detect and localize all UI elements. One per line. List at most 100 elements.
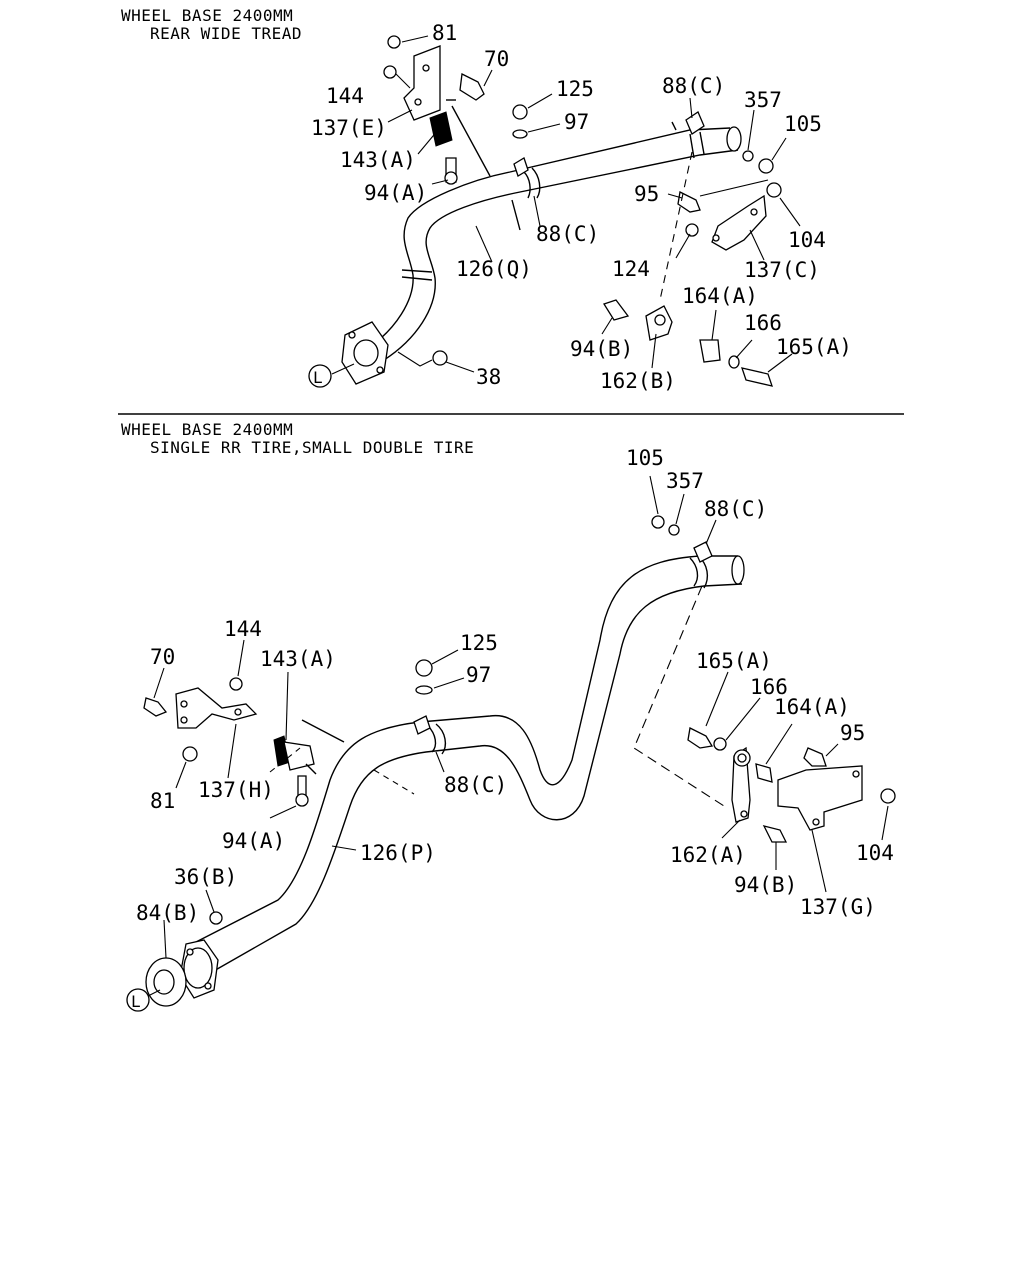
section-title-bottom-line1: WHEEL BASE 2400MM: [121, 420, 293, 439]
label-97-top: 97: [564, 110, 589, 134]
nut-38-top: [432, 350, 448, 366]
label-164a-top: 164(A): [682, 284, 758, 308]
label-126q: 126(Q): [456, 257, 532, 281]
nut-125-bottom: [415, 659, 433, 677]
label-143a-top: 143(A): [340, 148, 416, 172]
exhaust-pipe-126q: [367, 126, 742, 361]
label-105-top: 105: [784, 112, 822, 136]
label-357-top: 357: [744, 88, 782, 112]
bolt-94b-bottom: [762, 825, 788, 843]
label-l-bottom: L: [131, 992, 141, 1011]
label-95-top: 95: [634, 182, 659, 206]
bracket-137e-assembly: [403, 45, 491, 177]
bolt-165a-bottom: [687, 727, 714, 749]
washer-144-bottom: [229, 677, 243, 691]
label-88c-upper: 88(C): [662, 74, 725, 98]
label-166-top: 166: [744, 311, 782, 335]
label-144-top: 144: [326, 84, 364, 108]
label-97-bottom: 97: [466, 663, 491, 687]
bracket-137h-assembly: [175, 687, 345, 807]
washer-144-top: [383, 65, 397, 79]
bolt-165a-top: [741, 367, 773, 387]
nut-124-top: [685, 223, 699, 237]
nut-105-bottom: [651, 515, 665, 529]
exhaust-pipe-126p: [195, 541, 745, 973]
label-70-top: 70: [484, 47, 509, 71]
bolt-94b-top: [603, 299, 630, 321]
flange-bottom: [145, 911, 223, 1007]
label-143a-bottom: 143(A): [260, 647, 336, 671]
label-165a-top: 165(A): [776, 335, 852, 359]
label-137e: 137(E): [311, 116, 387, 140]
label-104-top: 104: [788, 228, 826, 252]
label-81-top: 81: [432, 21, 457, 45]
label-126p: 126(P): [360, 841, 436, 865]
leaders-bottom: [147, 475, 889, 997]
section-title-top-line1: WHEEL BASE 2400MM: [121, 6, 293, 25]
bolt-70-bottom: [143, 697, 168, 717]
nut-81-top: [387, 35, 401, 49]
nut-104-top: [766, 182, 782, 198]
label-36b: 36(B): [174, 865, 237, 889]
section-title-bottom-line2: SINGLE RR TIRE,SMALL DOUBLE TIRE: [150, 438, 474, 457]
label-144-bottom: 144: [224, 617, 262, 641]
bracket-137g: [777, 765, 863, 831]
rubber-164a-bottom: [755, 763, 773, 783]
label-88c-middle-top: 88(C): [536, 222, 599, 246]
label-88c-middle-bottom: 88(C): [444, 773, 507, 797]
label-84b: 84(B): [136, 901, 199, 925]
clamp-88c-upper: [671, 111, 705, 159]
section-title-top-line2: REAR WIDE TREAD: [150, 24, 302, 43]
washer-166-bottom: [713, 737, 727, 751]
label-165a-bottom: 165(A): [696, 649, 772, 673]
washer-97-top: [512, 129, 528, 139]
rubber-164a-top: [699, 339, 721, 363]
washer-357-top: [742, 150, 754, 162]
nut-105-top: [758, 158, 774, 174]
connector-l-bottom: [126, 988, 150, 1012]
nut-125-top: [512, 104, 528, 120]
label-95-bottom: 95: [840, 721, 865, 745]
label-125-top: 125: [556, 77, 594, 101]
label-137h: 137(H): [198, 778, 274, 802]
label-94b-top: 94(B): [570, 337, 633, 361]
hanger-162b-assembly: [603, 299, 773, 387]
section-rear-wide-tread: WHEEL BASE 2400MM REAR WIDE TREAD: [121, 6, 852, 393]
label-94a-top: 94(A): [364, 181, 427, 205]
bolt-95-bottom: [803, 747, 827, 767]
bracket-137c: [711, 194, 767, 251]
nut-36b: [209, 911, 223, 925]
washer-357-bottom: [668, 524, 680, 536]
label-38: 38: [476, 365, 501, 389]
label-357-bottom: 357: [666, 469, 704, 493]
label-164a-bottom: 164(A): [774, 695, 850, 719]
label-124: 124: [612, 257, 650, 281]
connector-l-top: [308, 364, 332, 388]
label-125-bottom: 125: [460, 631, 498, 655]
label-l-top: L: [313, 368, 323, 387]
fasteners-top: [383, 35, 782, 366]
label-81-bottom: 81: [150, 789, 175, 813]
label-162a: 162(A): [670, 843, 746, 867]
fasteners-bottom: [143, 515, 896, 843]
nut-104-bottom: [880, 788, 896, 804]
clamp-88c-middle: [511, 157, 541, 231]
section-single-rr-tire: WHEEL BASE 2400MM SINGLE RR TIRE,SMALL D…: [121, 420, 896, 1012]
leaders-top: [331, 35, 801, 375]
bolt-95-top: [677, 191, 701, 213]
label-162b: 162(B): [600, 369, 676, 393]
nut-81-bottom: [182, 746, 198, 762]
label-105-bottom: 105: [626, 446, 664, 470]
label-94a-bottom: 94(A): [222, 829, 285, 853]
label-166-bottom: 166: [750, 675, 788, 699]
hanger-162a: [731, 746, 751, 823]
label-88c-upper-bottom: 88(C): [704, 497, 767, 521]
flange-top: [341, 321, 389, 385]
label-70-bottom: 70: [150, 645, 175, 669]
label-137g: 137(G): [800, 895, 876, 919]
label-94b-bottom: 94(B): [734, 873, 797, 897]
bolt-70-top: [459, 73, 485, 101]
label-137c: 137(C): [744, 258, 820, 282]
washer-97-bottom: [415, 685, 433, 695]
